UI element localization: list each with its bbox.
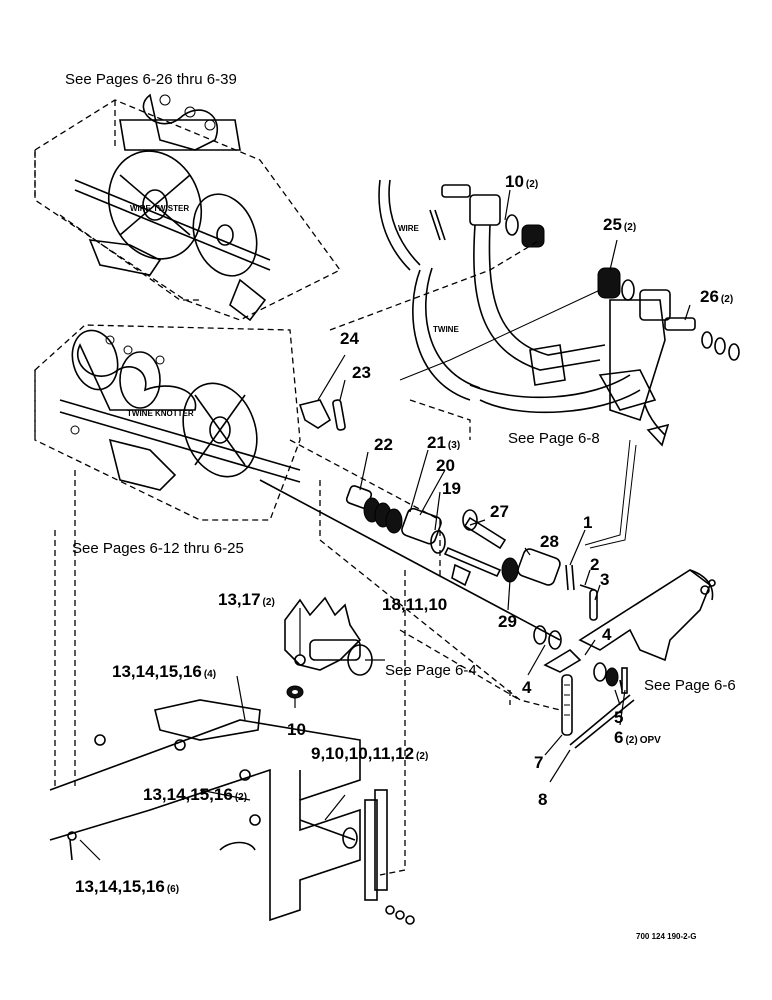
callout-28: 28 bbox=[540, 532, 559, 551]
reference-notes: See Pages 6-26 thru 6-39 See Pages 6-12 … bbox=[65, 71, 736, 694]
part-callouts: 10(2) 25(2) 26(2) 24 23 21(3) 20 22 19 2… bbox=[75, 172, 733, 896]
callout-2: 2 bbox=[590, 555, 599, 574]
callout-13-14-15-16-qty4: 13,14,15,16(4) bbox=[112, 662, 216, 681]
drawing-number: 700 124 190-2-G bbox=[636, 932, 697, 941]
callout-27: 27 bbox=[490, 502, 509, 521]
callout-13-14-15-16-qty6: 13,14,15,16(6) bbox=[75, 877, 179, 896]
callout-19: 19 bbox=[442, 479, 461, 498]
wire-twister-assembly bbox=[34, 93, 341, 322]
callout-4-upper: 4 bbox=[602, 625, 612, 644]
callout-1: 1 bbox=[583, 513, 592, 532]
callout-23: 23 bbox=[352, 363, 371, 382]
wire-label: WIRE bbox=[398, 224, 420, 233]
twine-label: TWINE bbox=[433, 325, 459, 334]
callout-22: 22 bbox=[374, 435, 393, 454]
callout-29: 29 bbox=[498, 612, 517, 631]
callout-25: 25(2) bbox=[603, 215, 636, 234]
callout-26: 26(2) bbox=[700, 287, 733, 306]
leader-lines bbox=[79, 189, 691, 861]
wire-twister-label: WIRE TWISTER bbox=[130, 204, 189, 213]
needle-assembly bbox=[329, 179, 740, 447]
ref-page-6-8: See Page 6-8 bbox=[508, 430, 600, 447]
callout-24: 24 bbox=[340, 329, 359, 348]
ref-pages-6-26-thru-6-39: See Pages 6-26 thru 6-39 bbox=[65, 71, 237, 88]
callout-3: 3 bbox=[600, 570, 609, 589]
trip-shaft-stack bbox=[259, 399, 637, 711]
callout-10-lower: 10 bbox=[287, 720, 306, 739]
callout-21: 21(3) bbox=[427, 433, 460, 452]
ref-page-6-6: See Page 6-6 bbox=[644, 677, 736, 694]
callout-4-lower: 4 bbox=[522, 678, 532, 697]
ref-pages-6-12-thru-6-25: See Pages 6-12 thru 6-25 bbox=[72, 540, 244, 557]
twine-knotter-label: TWINE KNOTTER bbox=[127, 409, 194, 418]
callout-5: 5 bbox=[614, 708, 623, 727]
callout-8: 8 bbox=[538, 790, 547, 809]
callout-7: 7 bbox=[534, 753, 543, 772]
twine-knotter-assembly bbox=[34, 324, 301, 521]
callout-6: 6(2)OPV bbox=[614, 728, 661, 747]
callout-13-14-15-16-qty2: 13,14,15,16(2) bbox=[143, 785, 247, 804]
callout-18-11-10: 18,11,10 bbox=[382, 595, 447, 614]
callout-20: 20 bbox=[436, 456, 455, 475]
callout-10-qty2: 10(2) bbox=[505, 172, 538, 191]
callout-13-17: 13,17(2) bbox=[218, 590, 275, 609]
ref-page-6-4: See Page 6-4 bbox=[385, 662, 477, 679]
assembly-labels: WIRE TWISTER TWINE KNOTTER WIRE TWINE bbox=[127, 204, 459, 418]
lower-lever-assembly bbox=[49, 470, 716, 925]
callout-9-10-10-11-12: 9,10,10,11,12(2) bbox=[311, 744, 428, 763]
